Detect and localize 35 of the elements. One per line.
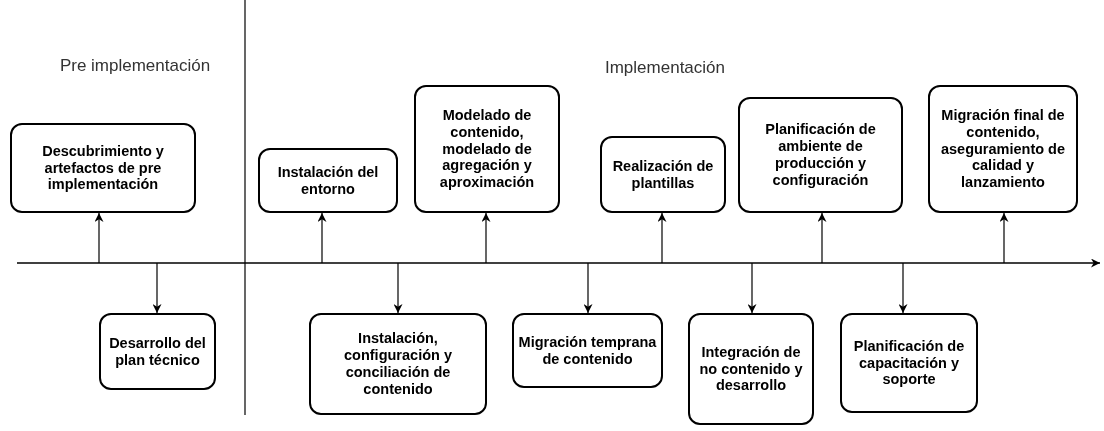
milestone-text: Realización de plantillas (611, 157, 715, 192)
arrow (481, 212, 491, 264)
milestone-text: Migración final de contenido, aseguramiento de calidad y lanzamiento (939, 106, 1067, 192)
arrow (817, 212, 827, 264)
milestone-text: Modelado de contenido, modelado de agregación y aproximación (438, 106, 536, 192)
phase-heading: Pre implementación (58, 55, 212, 77)
milestone-text: Planificación de ambiente de producción y configuración (764, 121, 877, 189)
milestone-box (309, 313, 487, 415)
arrow (393, 262, 403, 314)
milestone-text: Migración temprana de contenido (517, 333, 658, 368)
arrow (657, 212, 667, 264)
arrow (317, 212, 327, 264)
milestone-box (840, 313, 978, 413)
milestone-box (688, 313, 814, 425)
milestone-box (414, 85, 560, 213)
milestone-text: Planificación de capacitación y soporte (852, 337, 966, 389)
arrow (898, 262, 908, 314)
milestone-box (512, 313, 663, 388)
milestone-text: Integración de no contenido y desarrollo (698, 343, 804, 395)
milestone-text: Desarrollo del plan técnico (108, 334, 207, 369)
milestone-box (99, 313, 216, 390)
milestone-text: Instalación del entorno (276, 163, 380, 198)
milestone-box (10, 123, 196, 213)
phase-heading: Implementación (604, 57, 726, 79)
arrow (152, 262, 162, 314)
milestone-box (738, 97, 903, 213)
milestone-box (600, 136, 726, 213)
milestone-text: Descubrimiento y artefactos de pre implementación (41, 142, 165, 194)
arrow (94, 212, 104, 264)
arrow (583, 262, 593, 314)
arrow (999, 212, 1009, 264)
milestone-box (258, 148, 398, 213)
milestone-box (928, 85, 1078, 213)
milestone-text: Instalación, configuración y conciliación de contenido (343, 330, 453, 398)
arrow (747, 262, 757, 314)
